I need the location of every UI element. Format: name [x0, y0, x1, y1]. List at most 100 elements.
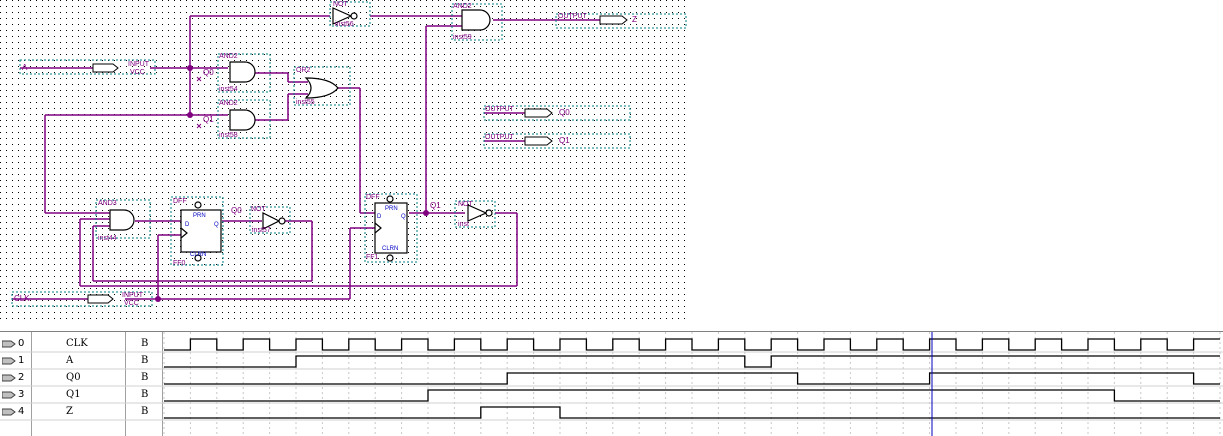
and3-type: AND3 [98, 200, 117, 207]
dff-ff1[interactable] [374, 195, 408, 262]
output-pin-q0-shape[interactable] [524, 108, 553, 118]
output-z-kind: OUTPUT [558, 13, 588, 20]
grid-background [0, 0, 686, 322]
not-q0-type: NOT [251, 206, 267, 213]
ff0-type: DFF [173, 198, 187, 205]
dff-ff0[interactable] [180, 201, 222, 262]
signal-row[interactable]: 3 Q1 B [0, 387, 163, 404]
signal-index: 4 [18, 406, 25, 417]
ff0-prn: PRN [193, 213, 206, 219]
or-inst: inst55 [296, 99, 315, 106]
output-pin-icon [2, 408, 16, 416]
output-q1-name: Q1 [559, 136, 570, 145]
wires [12, 15, 600, 300]
signal-index: 1 [18, 355, 25, 366]
and3-gate[interactable] [109, 209, 135, 231]
ff1-d: D [377, 214, 382, 220]
and3-inst: inst44 [98, 235, 117, 242]
and-gate-q0[interactable] [229, 61, 256, 83]
output-pin-z-shape[interactable] [599, 15, 628, 25]
ff0-clrn: CLRN [190, 252, 206, 258]
input-a-vcc: VCC [130, 69, 145, 76]
ff1-inst: FF1 [366, 254, 379, 261]
pin-shapes [87, 15, 628, 304]
output-pin-q1-shape[interactable] [524, 136, 553, 146]
signal-index: 2 [18, 372, 25, 383]
ff0-q: Q [214, 222, 219, 228]
column-divider [125, 332, 126, 436]
net-label-q0-ff: Q0 [231, 206, 242, 215]
ff0-inst: FF0 [173, 260, 186, 267]
input-clk-vcc: VCC [124, 300, 139, 307]
net-label-q1: Q1 [203, 115, 214, 124]
signal-name: A [66, 355, 74, 366]
not-top-inst: inst56 [335, 21, 354, 28]
signal-index: 3 [18, 389, 25, 400]
output-q1-kind: OUTPUT [485, 134, 515, 141]
not-gate-q0[interactable] [262, 212, 286, 230]
signal-name: Z [66, 406, 73, 417]
input-pin-icon [2, 357, 16, 365]
output-pin-icon [2, 374, 16, 382]
net-label-q1-ff: Q1 [430, 201, 441, 210]
and-q1-type: AND2 [219, 100, 238, 107]
signal-name: CLK [66, 338, 88, 349]
and-gate-q1[interactable] [229, 109, 256, 131]
and-gate-output[interactable] [461, 9, 491, 31]
signal-index: 0 [18, 338, 25, 349]
unconnected-marks [196, 76, 202, 129]
output-z-name: Z [632, 15, 637, 24]
input-clk-name: CLK [14, 294, 30, 303]
input-pin-icon [2, 340, 16, 348]
column-divider [31, 332, 32, 436]
and-q0-type: AND2 [219, 53, 238, 60]
gates [109, 7, 493, 262]
input-clk-kind: INPUT [122, 292, 144, 299]
not-q0-inst: inst57 [252, 227, 271, 234]
ff1-type: DFF [366, 194, 380, 201]
waveform-trace[interactable] [164, 406, 1220, 419]
signal-format: B [141, 389, 149, 400]
and-q1-inst: inst58 [219, 132, 238, 139]
and-out-type: AND2 [453, 3, 472, 10]
column-divider [162, 332, 163, 436]
waveform-trace[interactable] [164, 338, 1220, 351]
ff1-clrn: CLRN [382, 246, 398, 252]
and-out-inst: inst59 [453, 34, 472, 41]
signal-format: B [141, 406, 149, 417]
not-q1-type: NOT [458, 201, 474, 208]
not-gate-top[interactable] [332, 7, 358, 25]
not-q1-inst: inst [458, 221, 469, 228]
signal-format: B [141, 338, 149, 349]
signal-row[interactable]: 1 A B [0, 353, 163, 370]
input-a-name: A [22, 63, 28, 72]
not-top-type: NOT [333, 1, 349, 8]
signal-name: Q0 [66, 372, 81, 383]
output-q0-name: Q0 [559, 108, 570, 117]
schematic-canvas[interactable]: NOT inst56 AND2 inst59 AND2 inst54 AND2 … [0, 0, 690, 330]
ff1-q: Q [401, 214, 406, 220]
and-q0-inst: inst54 [219, 86, 238, 93]
junction-dots [155, 65, 429, 302]
symbol-boxes [11, 1, 687, 307]
ff1-prn: PRN [385, 206, 398, 212]
signal-row[interactable]: 4 Z B [0, 404, 163, 421]
signal-format: B [141, 372, 149, 383]
waveform-trace[interactable] [164, 389, 1220, 402]
signal-row[interactable]: 0 CLK B [0, 336, 163, 353]
signal-row[interactable]: 2 Q0 B [0, 370, 163, 387]
signal-format: B [141, 355, 149, 366]
input-a-kind: INPUT [128, 61, 150, 68]
waveform-trace[interactable] [164, 355, 1220, 368]
input-pin-clk-shape[interactable] [87, 294, 114, 304]
waveform-trace[interactable] [164, 372, 1220, 385]
input-pin-a-shape[interactable] [92, 63, 119, 73]
signal-name: Q1 [66, 389, 81, 400]
not-gate-q1[interactable] [467, 204, 493, 222]
or-gate[interactable] [304, 77, 339, 99]
waveform-traces[interactable] [0, 332, 1223, 436]
net-label-q0: Q0 [203, 68, 214, 77]
or-type: OR2 [296, 67, 311, 74]
output-pin-icon [2, 391, 16, 399]
